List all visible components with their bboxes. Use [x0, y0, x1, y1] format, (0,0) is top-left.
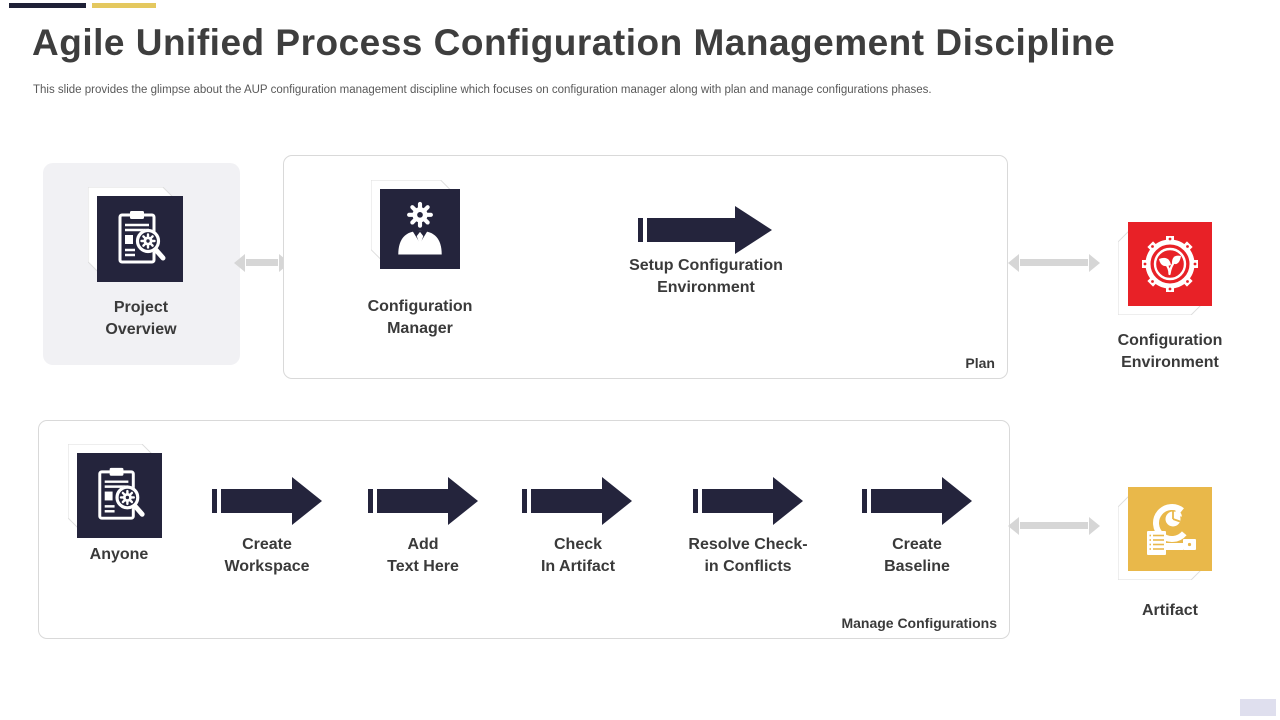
setup-configuration-environment-label: Setup Configuration Environment [629, 257, 783, 296]
process-arrow [693, 477, 803, 525]
process-arrow [862, 477, 972, 525]
configuration-manager-tile [371, 180, 460, 269]
process-arrow [368, 477, 478, 525]
configuration-manager-label: Configuration Manager [367, 298, 473, 337]
double-arrow-connector [1008, 516, 1100, 535]
accent-bar-navy [9, 3, 86, 8]
manager-gear-icon [398, 201, 442, 255]
plan-phase-tag: Plan [965, 355, 995, 371]
step-label-check-in-artifact: Check In Artifact [540, 536, 616, 575]
project-overview-label: Project Overview [105, 299, 177, 338]
manage-phase-panel: Manage Configurations [38, 420, 1010, 639]
artifact-label: Artifact [1141, 602, 1198, 619]
eco-gear-icon [1142, 236, 1198, 292]
process-arrow [522, 477, 632, 525]
process-arrow [638, 206, 772, 254]
step-label-add-text-here: Add Text Here [387, 536, 459, 575]
manage-phase-tag: Manage Configurations [841, 615, 997, 631]
chart-document-icon [1147, 504, 1196, 555]
process-arrow [212, 477, 322, 525]
double-arrow-connector [234, 253, 290, 272]
footer-marker [1240, 699, 1276, 716]
artifact-tile [1118, 487, 1212, 580]
project-overview-tile [88, 187, 183, 282]
configuration-environment-label: Configuration Environment [1117, 332, 1223, 371]
step-label-create-workspace: Create Workspace [224, 536, 310, 575]
page-title: Agile Unified Process Configuration Mana… [32, 22, 1116, 63]
anyone-tile [68, 444, 162, 538]
clipboard-search-icon [118, 211, 166, 264]
accent-bar-gold [92, 3, 156, 8]
step-label-resolve-check-in-conflicts: Resolve Check- in Conflicts [688, 536, 808, 575]
configuration-environment-tile [1118, 222, 1212, 315]
anyone-label: Anyone [89, 546, 149, 563]
clipboard-search-icon [98, 467, 145, 520]
page-subtitle: This slide provides the glimpse about th… [33, 84, 932, 96]
double-arrow-connector [1008, 253, 1100, 272]
step-label-create-baseline: Create Baseline [884, 536, 950, 575]
